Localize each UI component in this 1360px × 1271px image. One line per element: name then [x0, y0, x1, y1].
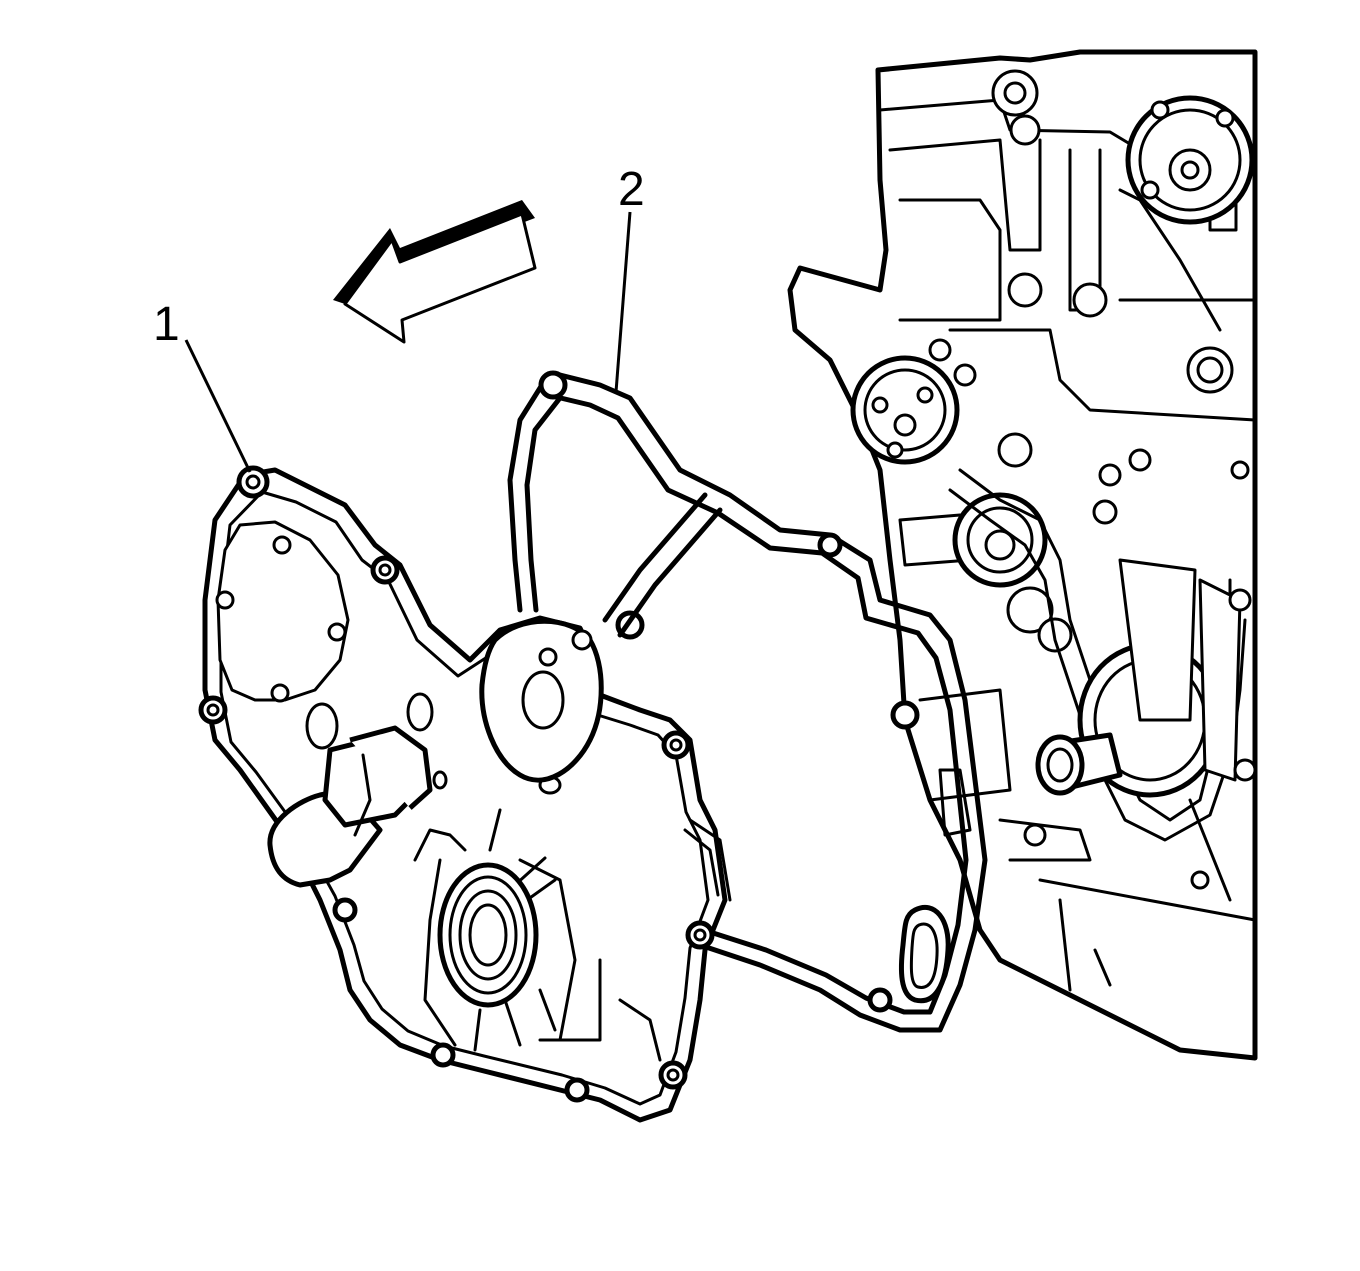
engine-front-cover: [198, 465, 732, 1123]
callout-1: 1: [153, 298, 252, 473]
intermediate-sprocket: [850, 355, 960, 465]
cover-port: [215, 520, 350, 703]
idler-sprocket: [898, 492, 1073, 653]
front-cover-gasket: [507, 370, 988, 1033]
callout-2: 2: [614, 163, 645, 393]
cover-fitting: [267, 725, 433, 888]
camshaft-sprocket: [1125, 95, 1255, 225]
crankshaft-seal: [413, 808, 602, 1052]
cover-boss: [479, 618, 604, 783]
callout-1-label: 1: [153, 298, 180, 351]
callout-2-label: 2: [618, 163, 645, 216]
crankshaft-nose: [1035, 732, 1123, 796]
engine-block: [787, 49, 1258, 1061]
removal-direction-arrow-icon: [333, 200, 537, 344]
timing-chain: [948, 468, 1247, 842]
